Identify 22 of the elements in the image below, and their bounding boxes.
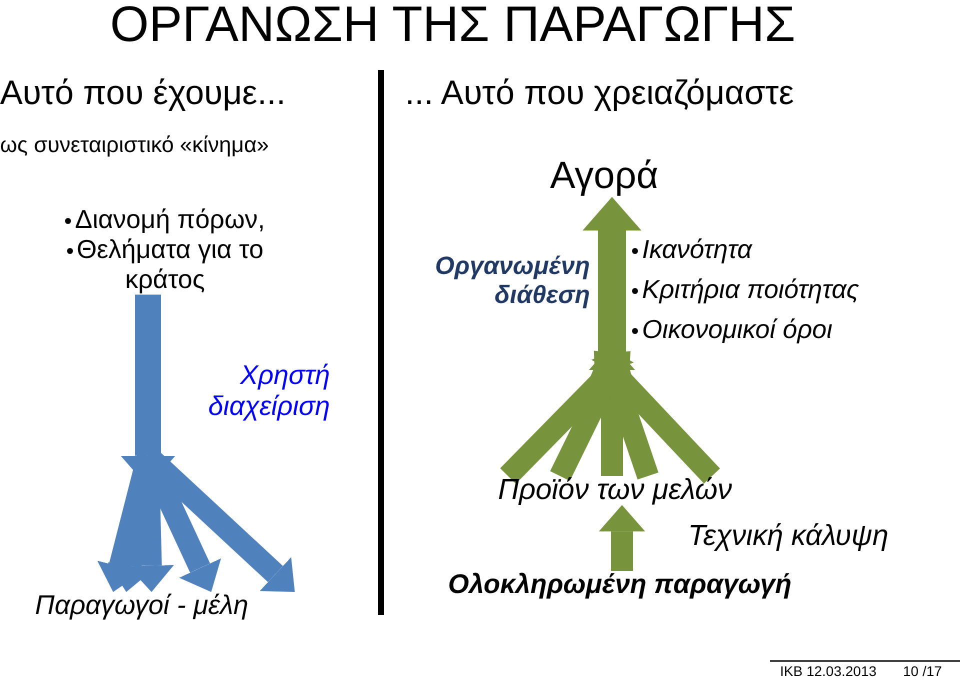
edge-label: Οργανωμένη διάθεση [434, 252, 590, 310]
bullet-item: Θελήματα για το κράτος [30, 234, 300, 295]
label-text: Ολοκληρωμένη παραγωγή [448, 571, 792, 598]
heading-text: Αυτό που έχουμε... [0, 74, 286, 114]
footer-date: ΙΚΒ 12.03.2013 [780, 663, 877, 680]
edge-label: Χρηστή διαχείριση [207, 360, 330, 422]
bullet-item: Οικονομικοί όροι [632, 315, 832, 345]
page-number: 10 /17 [903, 663, 942, 680]
block-arrow [500, 351, 630, 484]
block-arrow [128, 456, 173, 592]
bullet-item: Ικανότητα [632, 235, 752, 265]
bullet-item: Διανομή πόρων, [30, 205, 300, 235]
heading-text: ... Αυτό που χρειαζόμαστε [405, 74, 794, 114]
subheading-text: ως συνεταιριστικό «κίνημα» [0, 132, 269, 158]
note-text: Τεχνική κάλυψη [688, 520, 888, 554]
slide-title: ΟΡΓΑΝΩΣΗ ΤΗΣ ΠΑΡΑΓΩΓΗΣ [110, 0, 796, 54]
label-text: Παραγωγοί - μέλη [35, 592, 248, 619]
block-arrow [600, 505, 644, 571]
block-arrow [594, 350, 720, 484]
label-text: Προϊόν των μελών [498, 476, 732, 505]
label-text: Αγορά [550, 157, 658, 197]
bullet-item: Κριτήρια ποιότητας [632, 275, 860, 305]
